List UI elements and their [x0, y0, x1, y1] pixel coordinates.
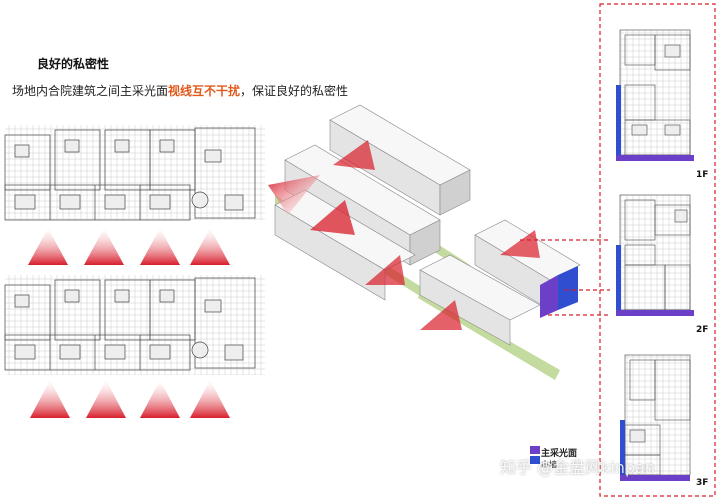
view-cone	[140, 380, 180, 418]
floor-plan-frame	[599, 3, 716, 497]
view-cone	[500, 230, 540, 258]
gable-wall-2f	[616, 245, 621, 310]
floor-label-3f: 3F	[696, 478, 709, 488]
view-cones-isometric	[268, 140, 540, 330]
gable-wall-3f	[620, 420, 625, 475]
view-cone	[190, 228, 230, 265]
floor-plan-row-top	[4, 125, 265, 221]
view-cone	[420, 300, 462, 330]
view-cone	[310, 200, 355, 235]
legend-gable-swatch	[530, 456, 540, 464]
floor-label-2f: 2F	[696, 325, 709, 335]
floor-plan-row-bottom	[4, 275, 265, 375]
page-subtitle: 场地内合院建筑之间主采光面视线互不干扰，保证良好的私密性	[12, 82, 348, 99]
view-cone	[190, 380, 230, 418]
isometric-site-model	[274, 104, 581, 380]
subtitle-highlight: 视线互不干扰	[168, 84, 241, 98]
floor-plan-3f	[624, 354, 691, 476]
legend-gable-label: 山墙	[541, 460, 557, 469]
main-light-2f	[616, 310, 694, 316]
view-cone	[268, 175, 320, 215]
gable-wall-1f	[616, 85, 621, 155]
view-cone	[28, 228, 68, 265]
main-light-1f	[616, 155, 694, 161]
view-cones-top-row	[28, 228, 230, 265]
legend-main-light-label: 主采光面	[541, 449, 578, 459]
main-light-3f	[620, 475, 690, 481]
view-cone	[365, 255, 405, 285]
subtitle-pre: 场地内合院建筑之间主采光面	[12, 84, 169, 98]
main-light-face	[540, 275, 558, 318]
page-title: 良好的私密性	[37, 57, 110, 71]
view-cones-bottom-row	[30, 380, 230, 418]
view-cone	[140, 228, 180, 265]
legend-main-light-swatch	[530, 446, 540, 454]
floor-label-1f: 1F	[696, 170, 709, 180]
gable-face	[558, 266, 578, 310]
view-cone	[333, 140, 375, 170]
view-cone	[86, 380, 126, 418]
subtitle-post: ，保证良好的私密性	[240, 84, 349, 98]
view-cone	[30, 380, 70, 418]
watermark: 知乎 @金盘网kinpan	[500, 458, 656, 477]
floor-plan-2f	[619, 194, 691, 311]
view-cone	[84, 228, 124, 265]
floor-plan-1f	[619, 29, 691, 156]
